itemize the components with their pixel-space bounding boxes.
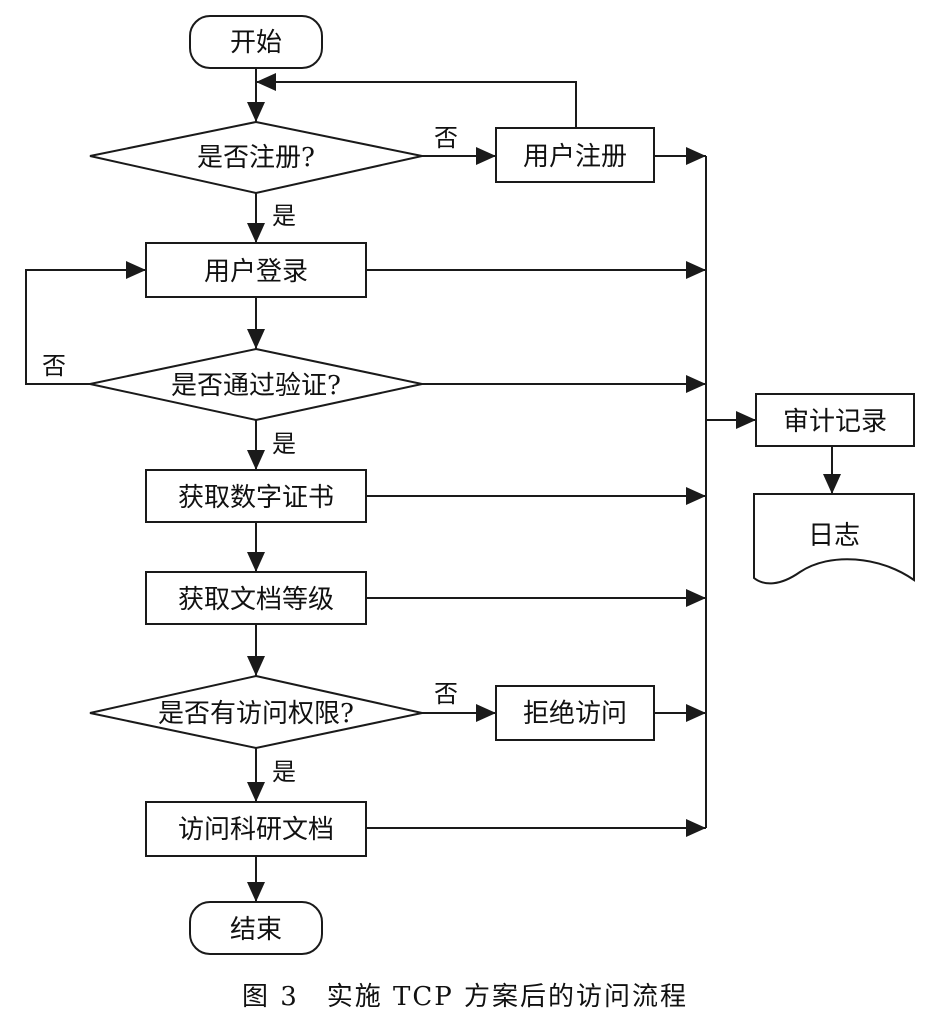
audit-record-label: 审计记录 bbox=[783, 407, 887, 437]
verified-yes-label: 是 bbox=[272, 430, 296, 458]
get-cert-label: 获取数字证书 bbox=[178, 483, 334, 513]
get-level-label: 获取文档等级 bbox=[178, 585, 334, 615]
permission-no-label: 否 bbox=[434, 680, 458, 708]
verified-question: 是否通过验证? bbox=[171, 371, 341, 401]
user-register-box: 用户注册 bbox=[495, 127, 655, 183]
deny-access-box: 拒绝访问 bbox=[495, 685, 655, 741]
start-label: 开始 bbox=[230, 28, 282, 58]
registered-no-label: 否 bbox=[434, 124, 458, 152]
verified-decision: 是否通过验证? bbox=[89, 347, 423, 422]
access-docs-label: 访问科研文档 bbox=[178, 815, 334, 845]
permission-decision: 是否有访问权限? bbox=[89, 674, 423, 750]
end-terminal: 结束 bbox=[189, 901, 323, 955]
access-docs-box: 访问科研文档 bbox=[145, 801, 367, 857]
edge-register-loop-back bbox=[256, 73, 577, 128]
deny-access-label: 拒绝访问 bbox=[523, 699, 627, 729]
get-level-box: 获取文档等级 bbox=[145, 571, 367, 625]
flowchart: 开始 是否注册? 用户注册 用户登录 是否通过验证? 获取数字证书 获取文档等级… bbox=[25, 15, 915, 955]
figure-caption: 图 3 实施 TCP 方案后的访问流程 bbox=[241, 982, 689, 1012]
permission-question: 是否有访问权限? bbox=[158, 699, 354, 729]
audit-record-box: 审计记录 bbox=[755, 393, 915, 447]
user-register-label: 用户注册 bbox=[523, 142, 627, 172]
log-label: 日志 bbox=[808, 521, 860, 551]
user-login-box: 用户登录 bbox=[145, 242, 367, 298]
registered-question: 是否注册? bbox=[197, 143, 315, 173]
registered-decision: 是否注册? bbox=[89, 120, 423, 195]
user-login-label: 用户登录 bbox=[204, 257, 308, 287]
edge-verified-no-loop bbox=[25, 261, 146, 385]
end-label: 结束 bbox=[230, 915, 282, 945]
permission-yes-label: 是 bbox=[272, 758, 296, 786]
verified-no-label: 否 bbox=[42, 352, 66, 380]
get-cert-box: 获取数字证书 bbox=[145, 469, 367, 523]
log-document-shape: 日志 bbox=[753, 493, 915, 585]
registered-yes-label: 是 bbox=[272, 202, 296, 230]
start-terminal: 开始 bbox=[189, 15, 323, 69]
